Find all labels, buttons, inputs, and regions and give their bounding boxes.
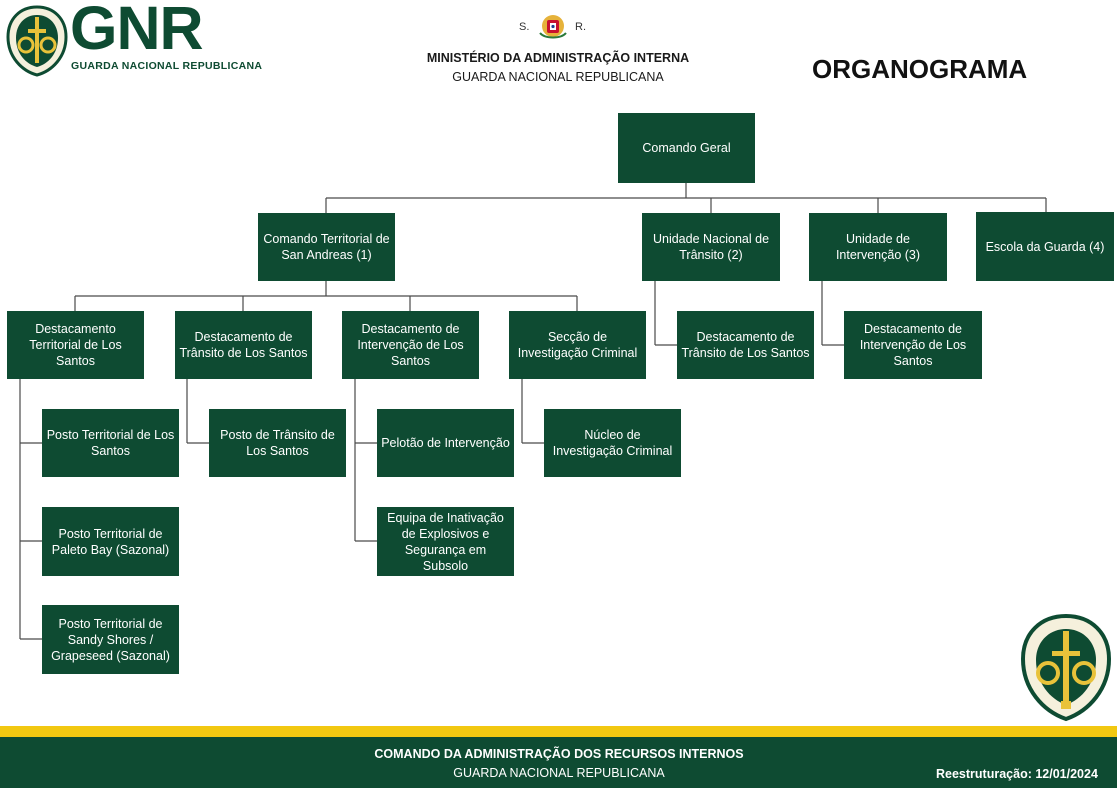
org-box-ui-destacamento-intervencao: Destacamento de Intervenção de Los Santo… — [844, 311, 982, 379]
gnr-logo-subtitle: GUARDA NACIONAL REPUBLICANA — [71, 60, 263, 72]
restructure-date: Reestruturação: 12/01/2024 — [936, 767, 1098, 781]
footer-subtitle: GUARDA NACIONAL REPUBLICANA — [453, 766, 665, 780]
org-box-pelotao-intervencao: Pelotão de Intervenção — [377, 409, 514, 477]
org-box-destacamento-transito: Destacamento de Trânsito de Los Santos — [175, 311, 312, 379]
org-box-destacamento-territorial: Destacamento Territorial de Los Santos — [7, 311, 144, 379]
guarda-subtitle: GUARDA NACIONAL REPUBLICANA — [452, 70, 664, 84]
org-box-seccao-investigacao: Secção de Investigação Criminal — [509, 311, 646, 379]
org-box-unidade-transito: Unidade Nacional de Trânsito (2) — [642, 213, 780, 281]
gnr-crest-logo — [6, 5, 68, 77]
org-box-destacamento-intervencao: Destacamento de Intervenção de Los Santo… — [342, 311, 479, 379]
portugal-coat-of-arms-icon — [539, 15, 567, 39]
org-box-nucleo-investigacao: Núcleo de Investigação Criminal — [544, 409, 681, 477]
org-box-comando-territorial: Comando Territorial de San Andreas (1) — [258, 213, 395, 281]
footer-title: COMANDO DA ADMINISTRAÇÃO DOS RECURSOS IN… — [374, 747, 744, 761]
org-box-posto-territorial-los-santos: Posto Territorial de Los Santos — [42, 409, 179, 477]
org-box-unt-destacamento-transito: Destacamento de Trânsito de Los Santos — [677, 311, 814, 379]
footer-green-band — [0, 737, 1117, 788]
org-box-equipa-explosivos: Equipa de Inativação de Explosivos e Seg… — [377, 507, 514, 576]
org-box-unidade-intervencao: Unidade de Intervenção (3) — [809, 213, 947, 281]
sr-right-text: R. — [575, 21, 586, 33]
org-box-comando-geral: Comando Geral — [618, 113, 755, 183]
ministry-title: MINISTÉRIO DA ADMINISTRAÇÃO INTERNA — [426, 51, 690, 65]
gnr-logo-text: GNR — [70, 0, 204, 62]
footer-yellow-band — [0, 726, 1117, 737]
org-box-posto-transito-los-santos: Posto de Trânsito de Los Santos — [209, 409, 346, 477]
page-title: ORGANOGRAMA — [812, 54, 1028, 84]
org-box-escola-guarda: Escola da Guarda (4) — [976, 212, 1114, 281]
gnr-seal-icon — [1020, 613, 1112, 722]
sr-left-text: S. — [519, 21, 530, 33]
org-box-posto-sandy-shores: Posto Territorial de Sandy Shores / Grap… — [42, 605, 179, 674]
org-box-posto-paleto-bay: Posto Territorial de Paleto Bay (Sazonal… — [42, 507, 179, 576]
